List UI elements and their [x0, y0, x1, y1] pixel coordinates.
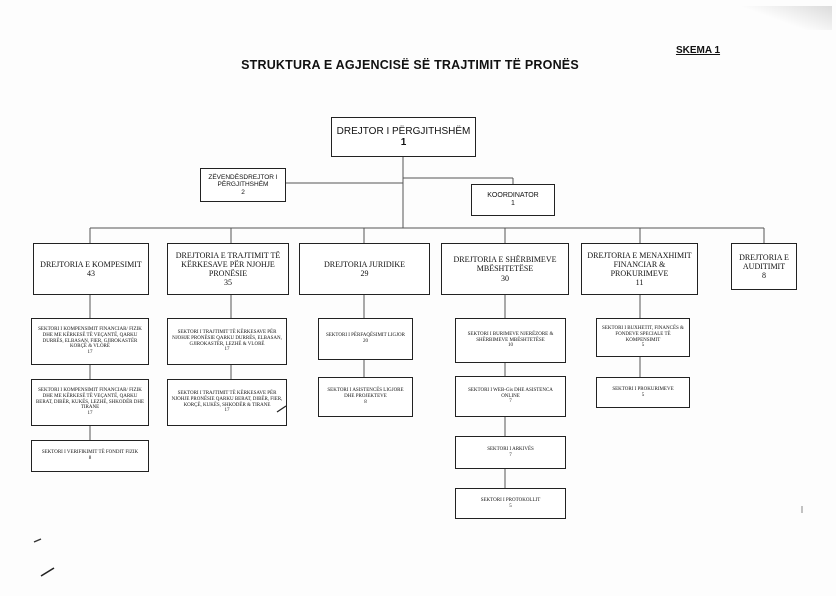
directorate-ownership-requests: DREJTORIA E TRAJTIMIT TË KËRKESAVE PËR N… — [167, 243, 289, 295]
box-count: 1 — [400, 137, 407, 148]
box-title: SEKTORI I PËRFAQËSIMIT LIGJOR — [325, 333, 406, 339]
directorate-legal: DREJTORIA JURIDIKE 29 — [299, 243, 430, 295]
directorate-compensation: DREJTORIA E KOMPESIMIT 43 — [33, 243, 149, 295]
box-title: DREJTORIA E SHËRBIMEVE MBËSHTETËSE — [453, 255, 557, 274]
box-count: 17 — [87, 411, 93, 417]
box-title: SEKTORI I WEB-Gis DHE ASISTENCA ONLINE — [468, 387, 553, 399]
deputy-director-box: ZËVENDËSDREJTOR I PËRGJITHSHËM 2 — [200, 168, 286, 202]
box-count: 17 — [224, 408, 230, 414]
box-count: 5 — [509, 503, 512, 509]
box-count: 7 — [509, 399, 512, 405]
box-count: 29 — [360, 269, 369, 278]
box-title: SEKTORI I BUXHETIT, FINANCËS & FONDEVE S… — [602, 326, 684, 343]
sector-physical-fund-verification: SEKTORI I VERIFIKIMIT TË FONDIT FIZIK 8 — [31, 440, 149, 472]
box-title: DREJTORIA E AUDITIMIT — [739, 252, 789, 271]
sector-human-resources: SEKTORI I BURIMEVE NJERËZORE & SHËRBIMEV… — [455, 318, 566, 363]
box-title: SEKTORI I KOMPENSIMIT FINANCIAR/ FIZIK D… — [38, 327, 142, 350]
box-count: 7 — [509, 452, 512, 458]
box-title: SEKTORI I ASISTENCËS LIGJORE DHE PROJEKT… — [327, 388, 404, 400]
box-title: SEKTORI I TRAJTIMIT TË KËRKESAVE PËR NJO… — [172, 330, 282, 347]
box-title: DREJTORIA E TRAJTIMIT TË KËRKESAVE PËR N… — [175, 250, 281, 278]
box-count: 8 — [762, 271, 766, 281]
sector-compensation-south: SEKTORI I KOMPENSIMIT FINANCIAR/ FIZIK D… — [31, 318, 149, 365]
directorate-audit: DREJTORIA E AUDITIMIT 8 — [731, 243, 797, 290]
sector-web-gis: SEKTORI I WEB-Gis DHE ASISTENCA ONLINE 7 — [455, 376, 566, 417]
scheme-label: SKEMA 1 — [675, 45, 721, 56]
box-count: 17 — [87, 350, 93, 356]
box-count: 1 — [511, 200, 515, 207]
box-count: 5 — [641, 343, 645, 349]
sector-requests-south: SEKTORI I TRAJTIMIT TË KËRKESAVE PËR NJO… — [167, 318, 287, 365]
box-title: DREJTORIA JURIDIKE — [324, 259, 405, 269]
box-title: SEKTORI I PROTOKOLLIT — [480, 497, 541, 503]
sector-protocol: SEKTORI I PROTOKOLLIT 5 — [455, 488, 566, 519]
page-title: STRUKTURA E AGJENCISË SË TRAJTIMIT TË PR… — [241, 58, 579, 72]
box-count: 5 — [641, 392, 645, 398]
sector-procurement: SEKTORI I PROKURIMEVE 5 — [596, 377, 690, 408]
sector-budget-finance: SEKTORI I BUXHETIT, FINANCËS & FONDEVE S… — [596, 318, 690, 357]
box-count: 30 — [501, 273, 509, 283]
box-title: DREJTORIA E MENAXHIMIT FINANCIAR & PROKU… — [587, 250, 692, 278]
box-title: SEKTORI I BURIMEVE NJERËZORE & SHËRBIMEV… — [467, 331, 554, 343]
box-count: 20 — [363, 339, 368, 344]
box-title: SEKTORI I KOMPENSIMIT FINANCIAR/ FIZIK D… — [35, 388, 145, 411]
box-title: SEKTORI I ARKIVËS — [487, 446, 534, 452]
box-count: 43 — [87, 269, 95, 278]
box-title: SEKTORI I TRAJTIMIT TË KËRKESAVE PËR NJO… — [171, 391, 283, 408]
sector-archive: SEKTORI I ARKIVËS 7 — [455, 436, 566, 469]
box-title: SEKTORI I PROKURIMEVE — [612, 386, 674, 392]
box-title: KOORDINATOR — [487, 191, 539, 199]
box-title: ZËVENDËSDREJTOR I PËRGJITHSHËM — [208, 173, 278, 189]
box-count: 8 — [88, 456, 92, 461]
box-count: 8 — [364, 399, 367, 405]
directorate-support-services: DREJTORIA E SHËRBIMEVE MBËSHTETËSE 30 — [441, 243, 569, 295]
box-title: DREJTOR I PËRGJITHSHËM — [336, 125, 471, 137]
box-count: 35 — [224, 278, 232, 288]
director-general-box: DREJTOR I PËRGJITHSHËM 1 — [331, 117, 476, 157]
sector-compensation-north: SEKTORI I KOMPENSIMIT FINANCIAR/ FIZIK D… — [31, 379, 149, 426]
box-count: 10 — [508, 343, 513, 349]
sector-legal-representation: SEKTORI I PËRFAQËSIMIT LIGJOR 20 — [318, 318, 413, 360]
box-title: SEKTORI I VERIFIKIMIT TË FONDIT FIZIK — [41, 450, 139, 456]
box-count: 17 — [224, 347, 230, 353]
box-count: 11 — [635, 278, 644, 288]
coordinator-box: KOORDINATOR 1 — [471, 184, 555, 216]
sector-legal-assistance: SEKTORI I ASISTENCËS LIGJORE DHE PROJEKT… — [318, 377, 413, 417]
box-count: 2 — [241, 188, 245, 196]
box-title: DREJTORIA E KOMPESIMIT — [40, 259, 142, 269]
directorate-finance-procurement: DREJTORIA E MENAXHIMIT FINANCIAR & PROKU… — [581, 243, 698, 295]
sector-requests-north: SEKTORI I TRAJTIMIT TË KËRKESAVE PËR NJO… — [167, 379, 287, 426]
